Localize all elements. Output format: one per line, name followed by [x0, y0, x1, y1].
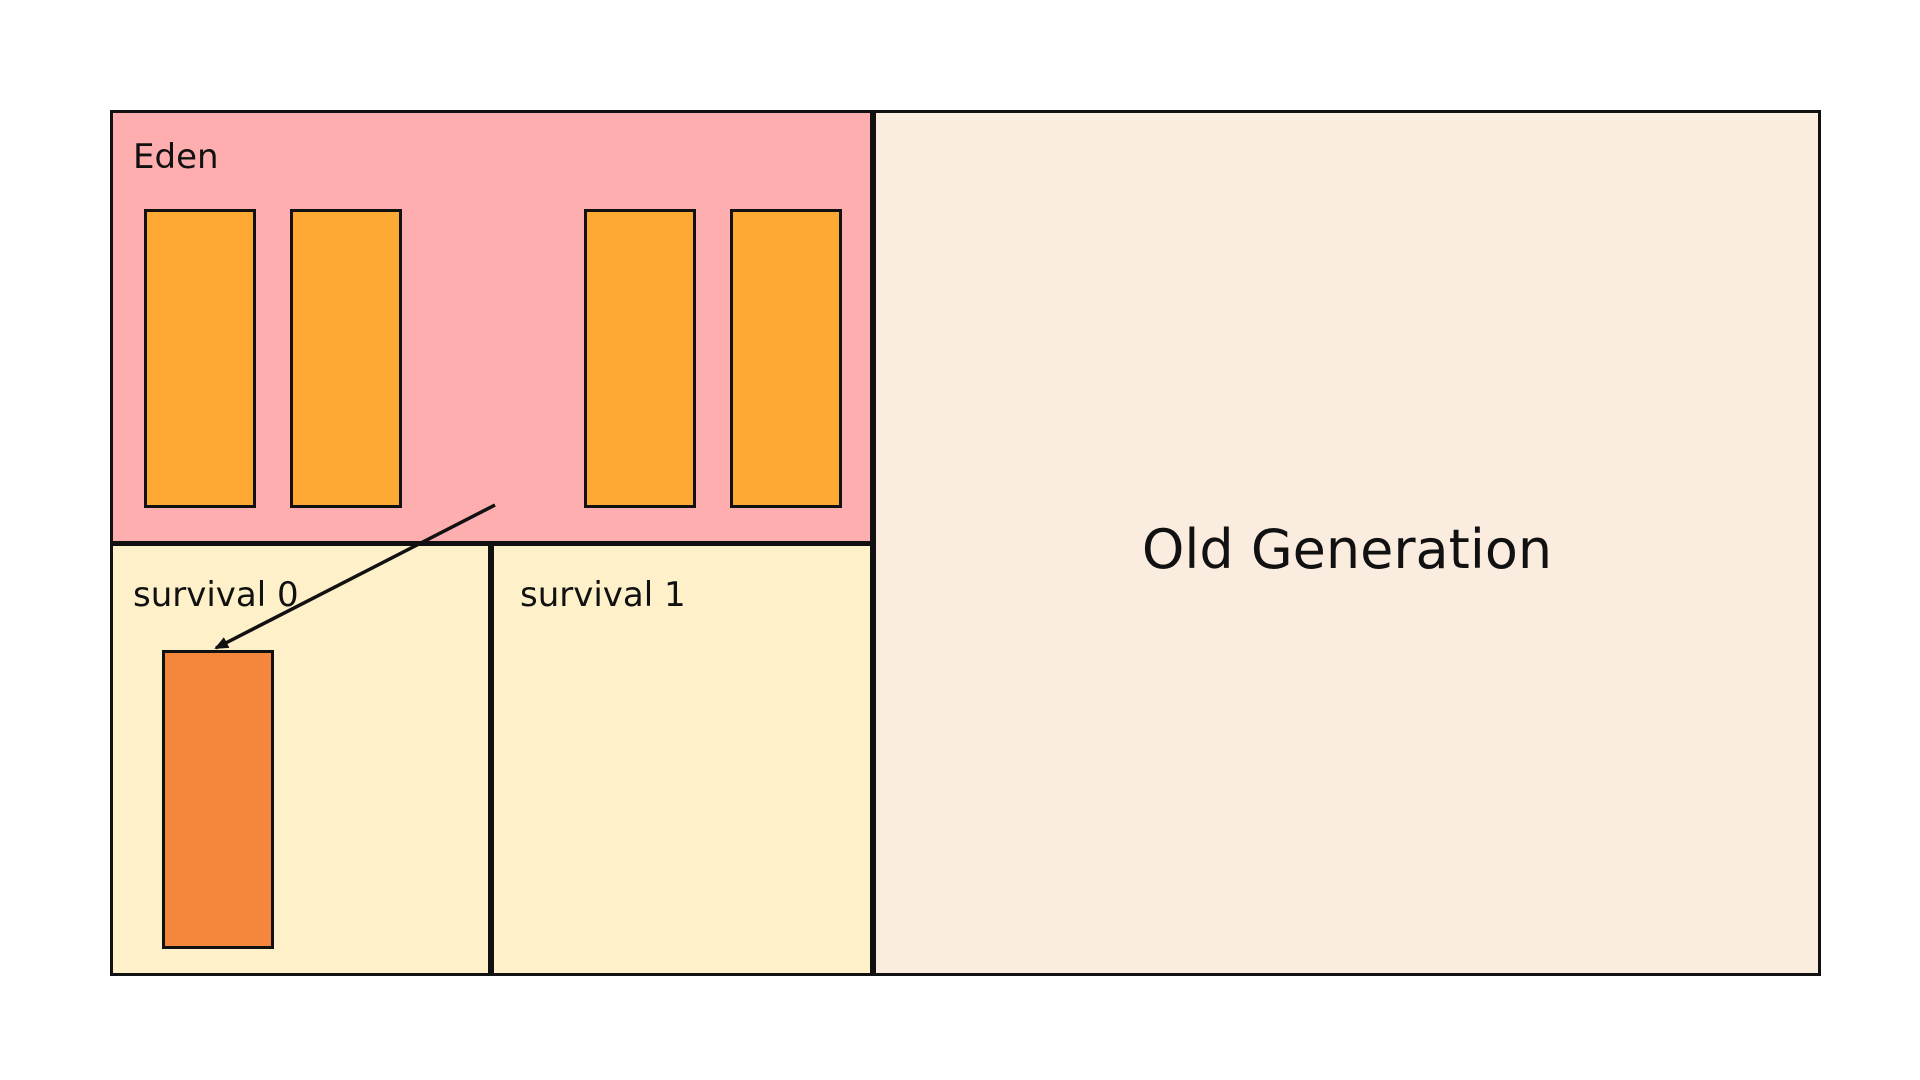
survivor-object [162, 650, 274, 949]
eden-object-3 [584, 209, 696, 508]
eden-object-1 [144, 209, 256, 508]
survival-1-label: survival 1 [520, 575, 686, 615]
eden-region: Eden [110, 110, 873, 544]
eden-label: Eden [133, 137, 219, 177]
survival-0-label: survival 0 [133, 575, 299, 615]
eden-object-2 [290, 209, 402, 508]
old-generation-region: Old Generation [873, 110, 1821, 976]
eden-object-4 [730, 209, 842, 508]
survival-0-region: survival 0 [110, 543, 491, 976]
old-generation-label: Old Generation [1141, 518, 1553, 581]
survival-1-region: survival 1 [491, 543, 873, 976]
